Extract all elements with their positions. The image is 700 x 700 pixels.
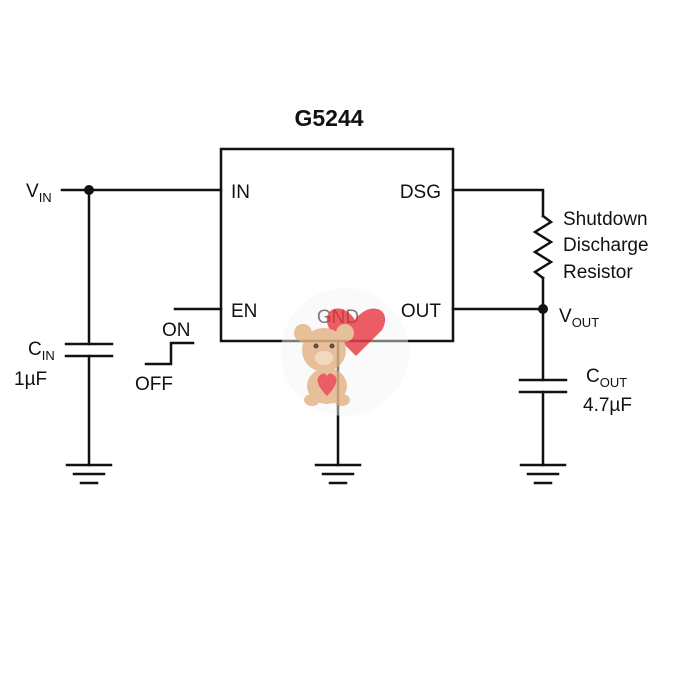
dsg-wire: [451, 188, 545, 218]
ic-title: G5244: [294, 105, 363, 131]
discharge-resistor-icon: [532, 214, 554, 280]
ground-left-icon: [65, 463, 113, 485]
cout-label: COUT: [586, 366, 627, 390]
pin-in-label: IN: [231, 182, 250, 203]
resistor-label-2: Discharge: [563, 235, 649, 256]
pin-en-label: EN: [231, 301, 257, 322]
resistor-label-1: Shutdown: [563, 209, 648, 230]
switch-on-label: ON: [162, 320, 191, 341]
pin-dsg-label: DSG: [400, 182, 441, 203]
switch-off-label: OFF: [135, 374, 173, 395]
en-switch-step: [144, 341, 195, 366]
vin-label: VIN: [26, 181, 52, 205]
pin-out-label: OUT: [401, 301, 442, 322]
vout-label: VOUT: [559, 306, 599, 330]
ground-right-icon: [519, 463, 567, 485]
teddy-bear-heart-icon: [281, 288, 409, 416]
cin-label: CIN: [28, 339, 55, 363]
cout-value: 4.7µF: [583, 395, 632, 416]
resistor-label-3: Resistor: [563, 262, 633, 283]
ground-center-icon: [314, 463, 362, 485]
cin-value: 1µF: [14, 369, 47, 390]
